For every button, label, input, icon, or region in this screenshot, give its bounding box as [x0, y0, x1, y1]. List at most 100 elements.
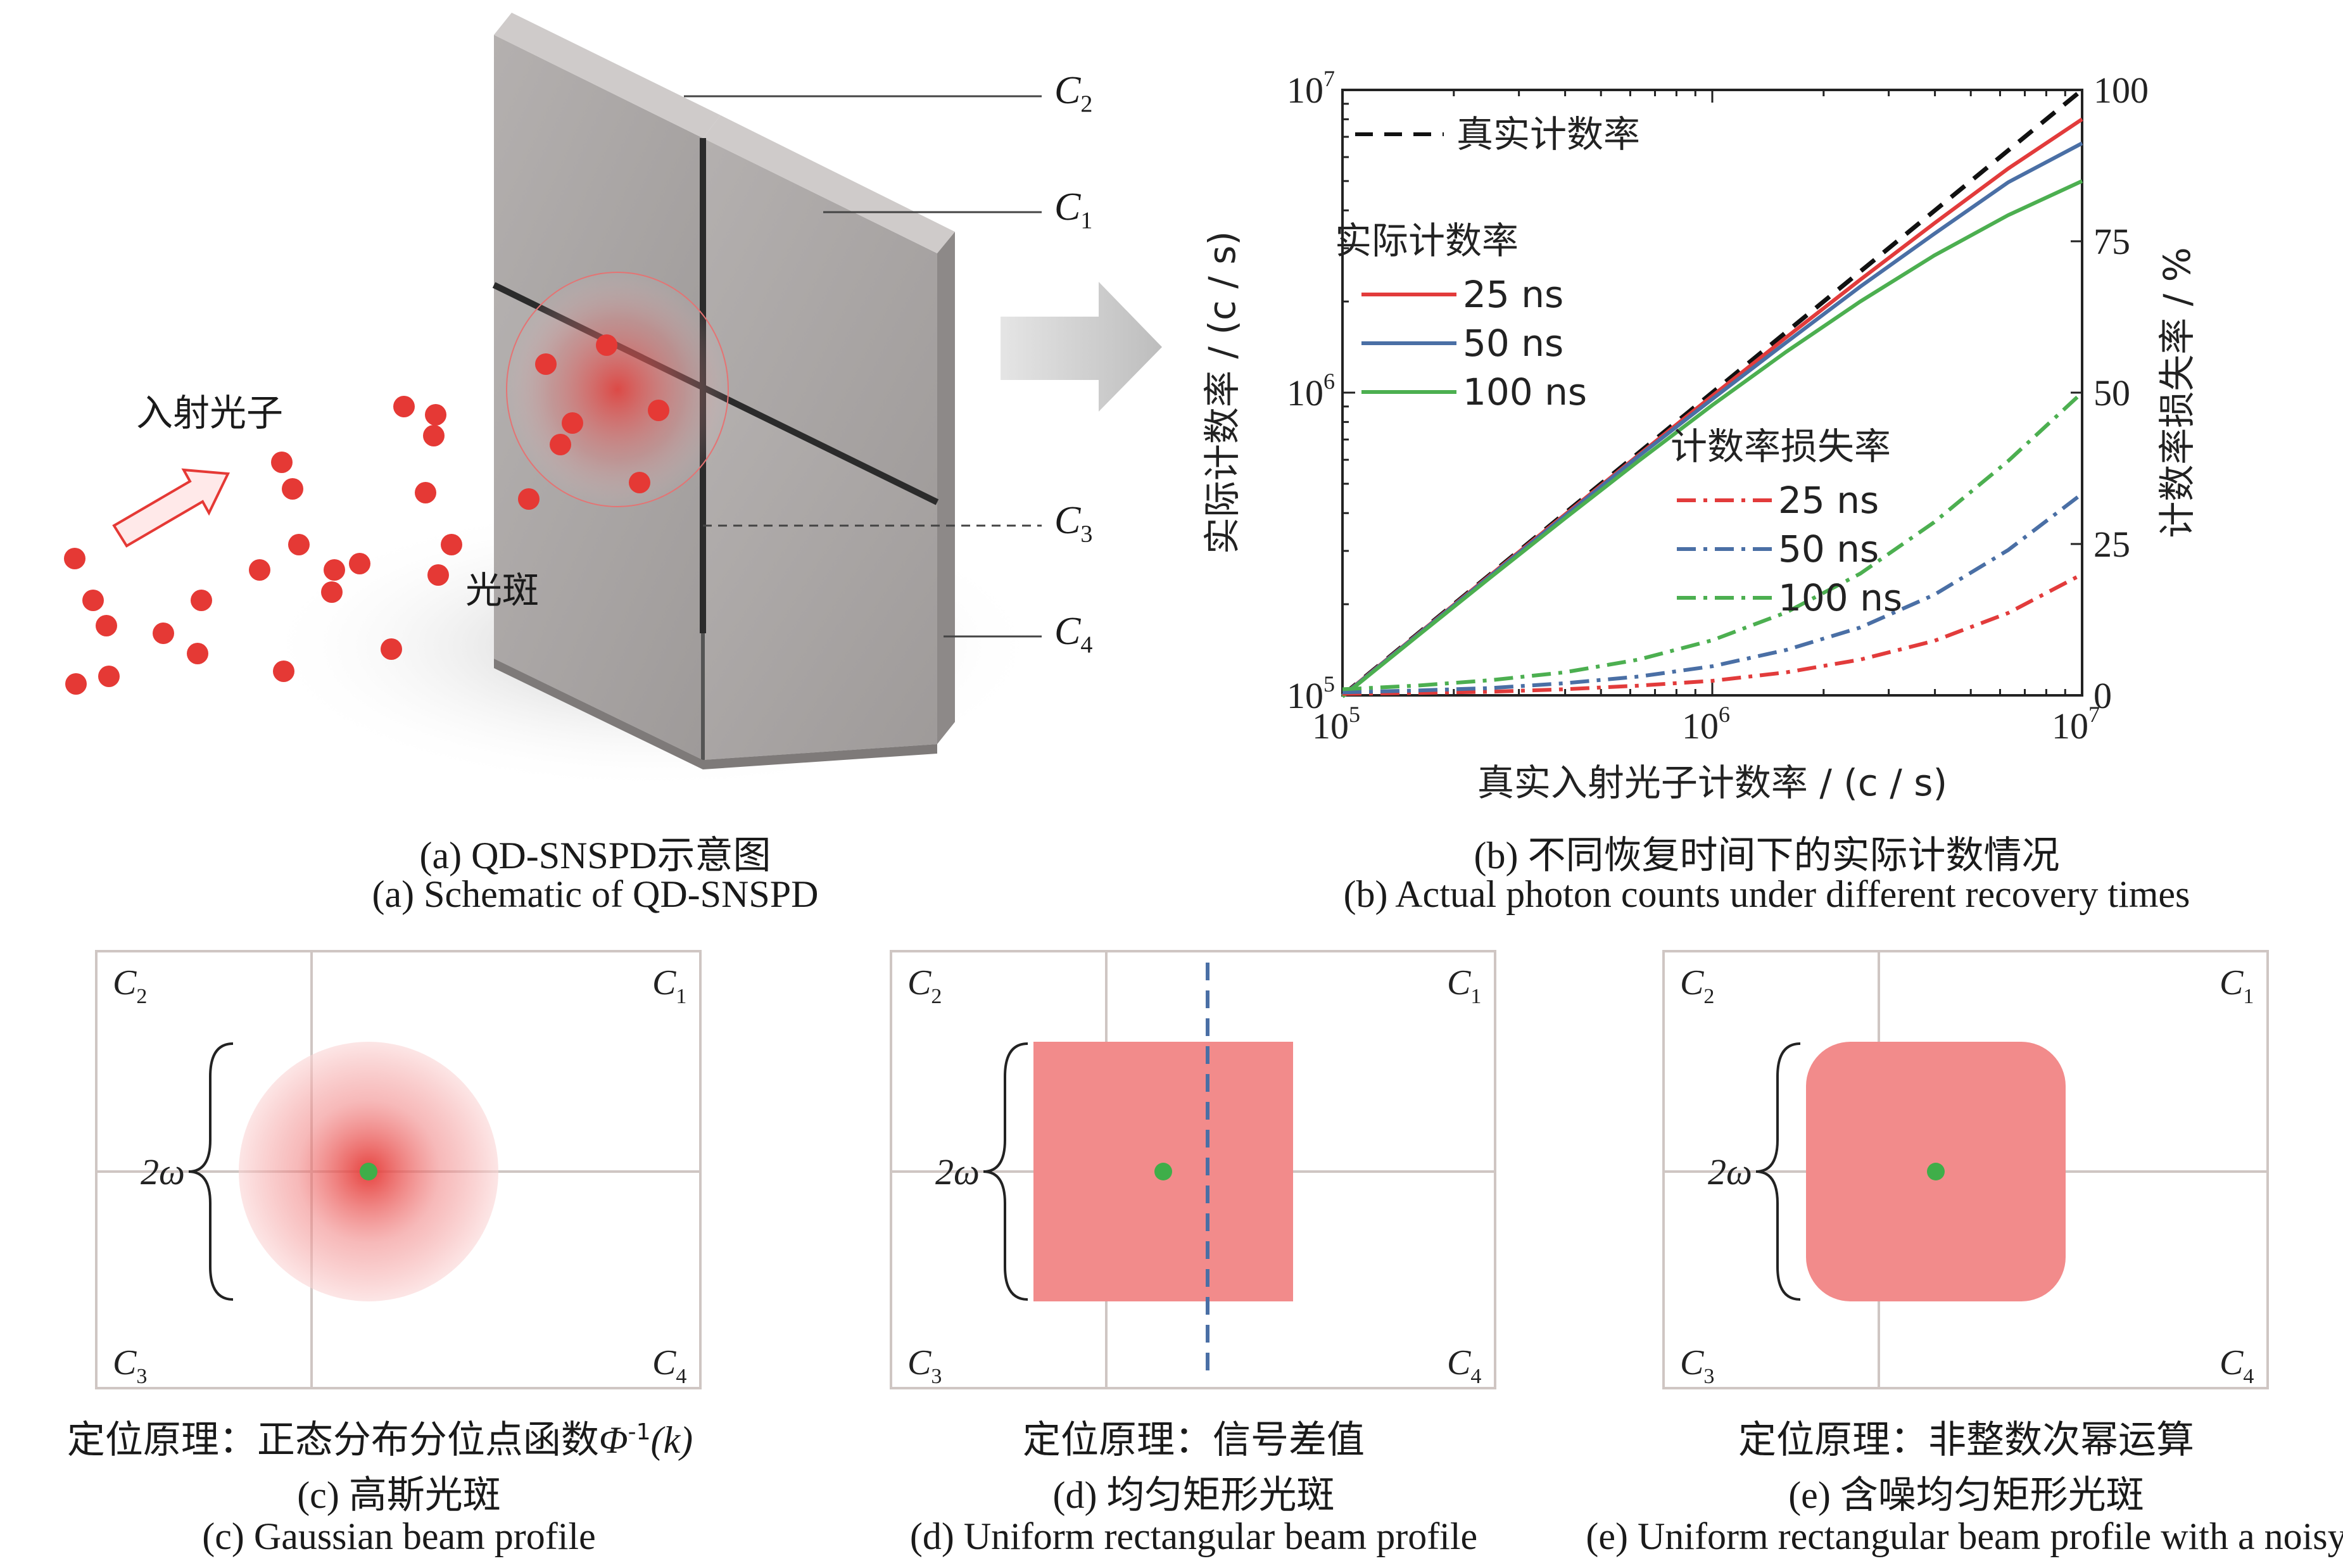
tick-base: 10	[1287, 372, 1323, 414]
x-tick-label: 105	[1312, 702, 1360, 747]
loss-100-ns-line	[1342, 391, 2084, 692]
photon-dot	[393, 396, 415, 417]
photon-dot	[423, 425, 445, 446]
photon-dot	[288, 534, 310, 555]
principle-d: 定位原理：信号差值	[1023, 1418, 1365, 1462]
incident-photon-label: 入射光子	[136, 391, 284, 434]
x-tick-label: 107	[2052, 702, 2100, 747]
photon-dot	[98, 666, 120, 687]
y-tick-label: 107	[1287, 66, 1335, 111]
legend-loss-label: 50 ns	[1778, 528, 1879, 571]
caption-a-cn: (a) QD-SNSPD示意图	[419, 835, 771, 876]
photon-dot	[65, 673, 87, 695]
caption-a-en: (a) Schematic of QD-SNSPD	[372, 873, 819, 915]
caption-b-cn: (b) 不同恢复时间下的实际计数情况	[1474, 835, 2060, 876]
phi-argument: (k)	[650, 1419, 693, 1461]
quadrant-label-c1: C1	[2220, 963, 2254, 1008]
photon-dot	[271, 452, 293, 473]
photon-dot	[153, 623, 174, 644]
y-tick-label: 106	[1287, 369, 1335, 414]
photon-dot	[282, 478, 303, 500]
legend-actual-label: 25 ns	[1463, 273, 1563, 316]
y-right-tick-label: 75	[2094, 221, 2130, 262]
legend-true-label: 真实计数率	[1456, 113, 1640, 156]
c3-label: C3	[1054, 499, 1093, 548]
y-right-tick-label: 100	[2094, 70, 2149, 111]
tick-base: 10	[1682, 705, 1719, 747]
tick-exponent: 5	[1323, 671, 1335, 697]
beam-center-dot	[1154, 1163, 1172, 1180]
legend-actual-label: 100 ns	[1463, 370, 1587, 414]
omega-label: 2ω	[935, 1151, 980, 1192]
photon-dot	[441, 534, 462, 555]
c1-label: C1	[1054, 186, 1093, 234]
photon-dot	[64, 548, 85, 569]
photon-dot	[191, 590, 212, 611]
tick-exponent: 7	[1323, 66, 1335, 91]
transition-arrow	[1001, 282, 1162, 412]
tick-exponent: 7	[2088, 702, 2100, 727]
principle-e: 定位原理：非整数次幂运算	[1738, 1418, 2194, 1462]
legend-actual-title: 实际计数率	[1335, 219, 1519, 262]
quadrant-label-c2: C2	[1680, 963, 1714, 1008]
incident-arrow-icon	[112, 468, 231, 548]
photon-dot	[321, 581, 343, 603]
caption-b-en: (b) Actual photon counts under different…	[1343, 873, 2190, 915]
caption-e-en: (e) Uniform rectangular beam profile wit…	[1586, 1515, 2343, 1557]
photon-dot	[249, 559, 270, 581]
phi-superscript: -1	[628, 1419, 651, 1445]
photon-dot	[535, 353, 557, 375]
photon-dot	[273, 661, 294, 682]
caption-d-cn: (d) 均匀矩形光斑	[1052, 1474, 1335, 1516]
photon-dots	[64, 334, 669, 695]
photon-dot	[187, 643, 208, 664]
photon-dot	[82, 590, 104, 611]
quadrant-label-c4: C4	[2220, 1343, 2254, 1388]
photon-dot	[96, 615, 117, 636]
photon-dot	[427, 564, 449, 586]
principle-c: 定位原理：正态分布分位点函数Φ-1(k)	[66, 1418, 693, 1462]
quadrant-label-c3: C3	[113, 1343, 147, 1388]
quadrant-label-c2: C2	[113, 963, 147, 1008]
slab-c4	[703, 388, 937, 760]
beam-center-dot	[1927, 1163, 1945, 1180]
quadrant-label-c3: C3	[907, 1343, 942, 1388]
actual-100-ns-line	[1341, 179, 2083, 699]
quadrant-label-c4: C4	[1447, 1343, 1481, 1388]
photon-dot	[596, 334, 617, 356]
photon-dot	[518, 488, 540, 510]
tick-base: 10	[1287, 675, 1323, 716]
tick-base: 10	[1312, 705, 1349, 747]
quadrant-label-c1: C1	[652, 963, 686, 1008]
caption-e-cn: (e) 含噪均匀矩形光斑	[1788, 1474, 2144, 1516]
phi-symbol: Φ	[598, 1419, 628, 1461]
c4-label: C4	[1054, 610, 1093, 659]
beam-spot	[506, 272, 729, 507]
photon-dot	[425, 404, 446, 426]
tick-exponent: 5	[1349, 702, 1360, 727]
tick-base: 10	[1287, 70, 1323, 111]
quadrant-label-c3: C3	[1680, 1343, 1714, 1388]
quadrant-label-c2: C2	[907, 963, 942, 1008]
beam-center-dot	[360, 1163, 377, 1180]
quadrant-label-c1: C1	[1447, 963, 1481, 1008]
x-axis-title: 真实入射光子计数率 / (c / s)	[1477, 761, 1947, 804]
tick-base: 10	[2052, 705, 2088, 747]
y-axis-title-right: 计数率损失率 / %	[2156, 247, 2199, 538]
caption-d-en: (d) Uniform rectangular beam profile	[909, 1515, 1478, 1557]
spot-label: 光斑	[465, 569, 540, 612]
photon-dot	[562, 412, 583, 434]
y-right-tick-label: 25	[2094, 524, 2130, 565]
photon-dot	[648, 400, 669, 421]
photon-dot	[550, 434, 571, 455]
tick-exponent: 6	[1719, 702, 1730, 727]
legend-loss-label: 25 ns	[1778, 479, 1879, 522]
loss-50-ns-line	[1342, 492, 2083, 695]
legend-loss-title: 计数率损失率	[1670, 425, 1891, 468]
qd-snspd-illustration	[64, 13, 1162, 792]
legend-loss-label: 100 ns	[1778, 576, 1902, 619]
y-right-tick-label: 0	[2094, 675, 2112, 716]
